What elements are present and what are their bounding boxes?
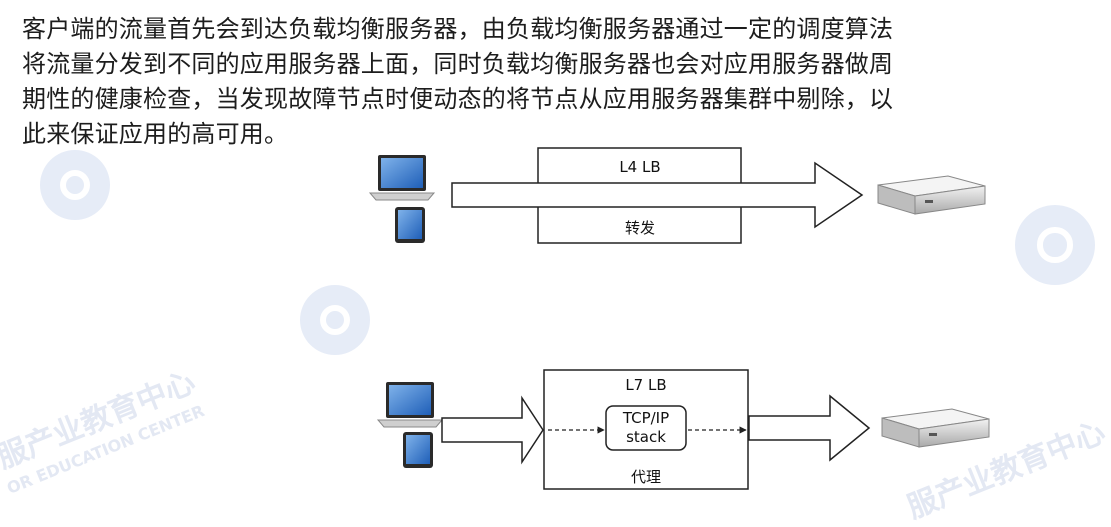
l7-inbound-arrow [441, 395, 544, 465]
l4-lb-caption: 转发 [625, 219, 655, 237]
paragraph-line-4: 此来保证应用的高可用。 [22, 120, 289, 148]
l7-client-devices [376, 382, 444, 468]
l4-lb-title: L4 LB [619, 158, 660, 176]
l4-client-devices [368, 155, 436, 243]
watermark-logo-2 [300, 285, 370, 355]
tcpip-stack-line2: stack [626, 428, 666, 446]
l4-forward-arrow [451, 161, 864, 229]
l7-server-icon [881, 408, 990, 448]
tablet-icon [403, 432, 433, 468]
paragraph-line-3: 期性的健康检查，当发现故障节点时便动态的将节点从应用服务器集群中剔除，以 [22, 85, 894, 113]
l7-outbound-arrow [748, 394, 871, 462]
l7-lb-title: L7 LB [625, 376, 666, 394]
watermark-logo-3 [1015, 205, 1095, 285]
tablet-icon [395, 207, 425, 243]
laptop-icon [368, 155, 436, 201]
watermark-logo-1 [40, 150, 110, 220]
paragraph-line-2: 将流量分发到不同的应用服务器上面，同时负载均衡服务器也会对应用服务器做周 [22, 50, 894, 78]
lb-diagram: L4 LB 转发 L7 LB TCP/IP stack 代理 [368, 147, 990, 490]
paragraph-line-1: 客户端的流量首先会到达负载均衡服务器，由负载均衡服务器通过一定的调度算法 [22, 15, 894, 43]
laptop-icon [376, 382, 444, 428]
tcpip-stack-box [605, 405, 687, 451]
tcpip-stack-line1: TCP/IP [622, 409, 669, 427]
l4-server-icon [877, 175, 986, 215]
l7-lb-caption: 代理 [631, 468, 661, 486]
description-paragraph: 客户端的流量首先会到达负载均衡服务器，由负载均衡服务器通过一定的调度算法 将流量… [22, 12, 1102, 152]
